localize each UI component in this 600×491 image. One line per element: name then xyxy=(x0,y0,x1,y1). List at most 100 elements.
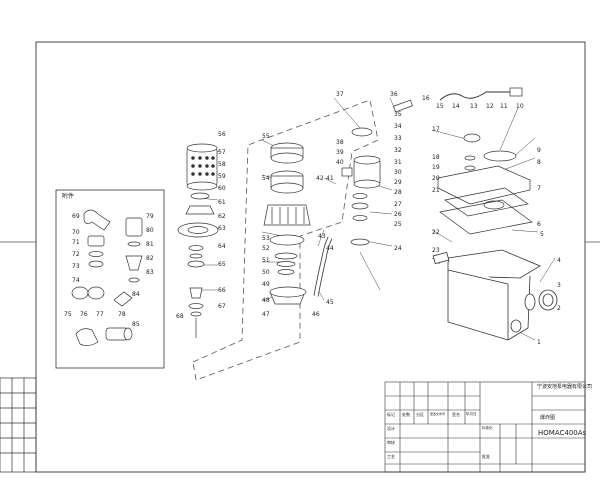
title-block-marking: 标记 xyxy=(387,412,395,417)
callout-number: 1 xyxy=(537,339,541,346)
title-block-review: 审核 xyxy=(387,440,395,445)
title-block-change-doc: 更改文件号 xyxy=(430,412,446,416)
callout-number: 7 xyxy=(537,185,541,192)
callout-number: 14 xyxy=(452,103,460,110)
callout-number: 27 xyxy=(394,201,402,208)
pump-head xyxy=(341,99,413,246)
callout-number: 23 xyxy=(432,247,440,254)
callout-number: 3 xyxy=(557,282,561,289)
callout-number: 62 xyxy=(218,213,226,220)
callout-number: 47 xyxy=(262,311,270,318)
callout-number: 33 xyxy=(394,135,402,142)
accessory-callout-number: 75 xyxy=(64,311,72,318)
power-cord xyxy=(439,91,510,101)
callout-number: 57 xyxy=(218,149,226,156)
callout-number: 31 xyxy=(394,159,402,166)
drawing-frame xyxy=(35,41,586,473)
tank-lid xyxy=(436,133,533,235)
callout-number: 50 xyxy=(262,269,270,276)
accessory-box xyxy=(55,189,165,369)
motor-stack xyxy=(263,142,311,305)
drawing-name: 爆炸图 xyxy=(540,415,556,421)
callout-number: 66 xyxy=(218,287,226,294)
callout-number: 60 xyxy=(218,185,226,192)
callout-number: 13 xyxy=(470,103,478,110)
accessory-callout-number: 80 xyxy=(146,227,154,234)
accessory-callout-number: 85 xyxy=(132,321,140,328)
callout-number: 55 xyxy=(262,133,270,140)
callout-number: 10 xyxy=(516,103,524,110)
model-number: HOMAC400As xyxy=(538,429,587,437)
callout-number: 11 xyxy=(500,103,508,110)
callout-number: 52 xyxy=(262,245,270,252)
callout-number: 59 xyxy=(218,173,226,180)
callout-number: 34 xyxy=(394,123,402,130)
accessory-callout-number: 71 xyxy=(72,239,80,246)
accessory-callout-number: 79 xyxy=(146,213,154,220)
accessory-callout-number: 69 xyxy=(72,213,80,220)
callout-number: 64 xyxy=(218,243,226,250)
accessory-callout-number: 81 xyxy=(146,241,154,248)
callout-number: 17 xyxy=(432,126,440,133)
callout-number: 54 xyxy=(262,175,270,182)
callout-number: 26 xyxy=(394,211,402,218)
callout-number: 41 xyxy=(326,175,334,182)
callout-number: 32 xyxy=(394,147,402,154)
strainer-column xyxy=(177,143,219,338)
callout-number: 53 xyxy=(262,235,270,242)
callout-number: 63 xyxy=(218,225,226,232)
title-block xyxy=(384,381,586,473)
title-block-sign: 签名 xyxy=(452,412,460,417)
callout-number: 68 xyxy=(176,313,184,320)
callout-number: 49 xyxy=(262,281,270,288)
callout-number: 45 xyxy=(326,299,334,306)
callout-number: 18 xyxy=(432,154,440,161)
title-block-standardization: 标准化 xyxy=(482,426,493,430)
title-block-zone: 分区 xyxy=(416,412,424,417)
title-block-process: 工艺 xyxy=(387,454,395,459)
callout-number: 67 xyxy=(218,303,226,310)
plug-icon xyxy=(509,87,523,97)
accessory-callout-number: 77 xyxy=(96,311,104,318)
callout-number: 46 xyxy=(312,311,320,318)
callout-number: 30 xyxy=(394,169,402,176)
callout-number: 8 xyxy=(537,159,541,166)
callout-number: 44 xyxy=(326,245,334,252)
callout-number: 61 xyxy=(218,199,226,206)
title-block-count: 处数 xyxy=(402,412,410,417)
accessory-callout-number: 84 xyxy=(132,291,140,298)
callout-number: 38 xyxy=(336,139,344,146)
accessory-callout-number: 82 xyxy=(146,255,154,262)
title-block-design: 设计 xyxy=(387,426,395,431)
callout-number: 29 xyxy=(394,179,402,186)
callout-number: 2 xyxy=(557,305,561,312)
callout-number: 48 xyxy=(262,297,270,304)
accessory-parts xyxy=(71,209,143,346)
accessory-callout-number: 74 xyxy=(72,277,80,284)
callout-number: 43 xyxy=(318,233,326,240)
callout-number: 28 xyxy=(394,189,402,196)
accessory-callout-number: 72 xyxy=(72,251,80,258)
callout-number: 22 xyxy=(432,229,440,236)
callout-number: 37 xyxy=(336,91,344,98)
callout-number: 5 xyxy=(540,231,544,238)
callout-number: 56 xyxy=(218,131,226,138)
title-block-approve: 批准 xyxy=(482,454,490,459)
callout-number: 4 xyxy=(557,257,561,264)
callout-number: 25 xyxy=(394,221,402,228)
callout-number: 24 xyxy=(394,245,402,252)
title-block-date: 年月日 xyxy=(466,412,477,416)
callout-number: 65 xyxy=(218,261,226,268)
callout-number: 20 xyxy=(432,175,440,182)
callout-number: 6 xyxy=(537,221,541,228)
callout-number: 42 xyxy=(316,175,324,182)
callout-number: 39 xyxy=(336,149,344,156)
accessory-callout-number: 70 xyxy=(72,229,80,236)
callout-number: 15 xyxy=(436,103,444,110)
callout-number: 21 xyxy=(432,187,440,194)
callout-number: 35 xyxy=(394,111,402,118)
callout-number: 19 xyxy=(432,164,440,171)
callout-number: 9 xyxy=(537,147,541,154)
callout-number: 16 xyxy=(422,95,430,102)
